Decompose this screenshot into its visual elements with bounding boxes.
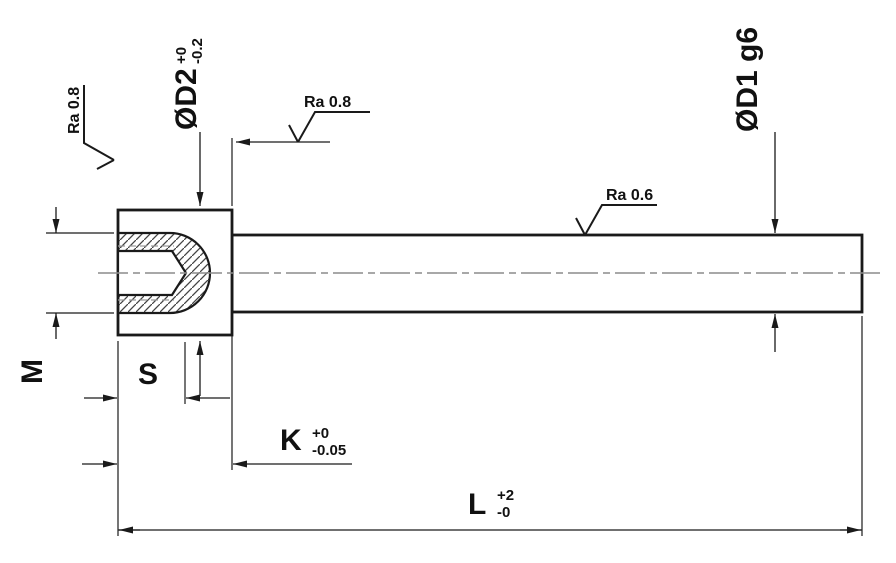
m-label: M bbox=[16, 359, 49, 384]
surface-finish-icon bbox=[575, 204, 657, 236]
surface-finish-icon bbox=[83, 85, 115, 170]
roughness-shaft-label: Ra 0.6 bbox=[606, 187, 653, 204]
dim-d1: ØD1 g6 bbox=[731, 27, 779, 352]
d1-label: ØD1 g6 bbox=[731, 27, 764, 132]
l-label: L bbox=[468, 488, 486, 521]
dim-m: M bbox=[16, 207, 114, 384]
roughness-shoulder-label: Ra 0.8 bbox=[304, 94, 351, 111]
part-geometry bbox=[98, 208, 880, 337]
d2-tol-lower: -0.2 bbox=[189, 38, 206, 64]
roughness-shaft: Ra 0.6 bbox=[575, 187, 657, 236]
dim-d2: ØD2 +0 -0.2 bbox=[170, 38, 206, 396]
surface-finish-icon bbox=[288, 111, 370, 143]
roughness-left-face: Ra 0.8 bbox=[66, 85, 115, 170]
d2-label: ØD2 bbox=[170, 68, 203, 130]
l-tol-upper: +2 bbox=[497, 487, 514, 504]
l-tol-lower: -0 bbox=[497, 504, 510, 521]
d2-tol-upper: +0 bbox=[173, 47, 190, 64]
k-tol-lower: -0.05 bbox=[312, 442, 346, 459]
s-label: S bbox=[138, 358, 158, 391]
roughness-left-label: Ra 0.8 bbox=[66, 87, 83, 134]
k-tol-upper: +0 bbox=[312, 425, 329, 442]
roughness-shoulder: Ra 0.8 bbox=[231, 94, 370, 206]
dim-k: K +0 -0.05 bbox=[82, 316, 352, 536]
dim-l: L +2 -0 bbox=[118, 316, 863, 536]
dim-s: S bbox=[84, 342, 230, 404]
k-label: K bbox=[280, 424, 302, 457]
